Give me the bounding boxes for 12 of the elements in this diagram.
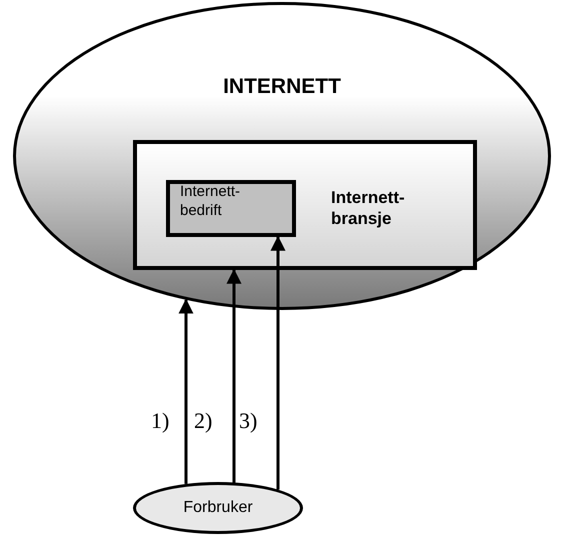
arrow bbox=[270, 236, 286, 490]
node-label: Internett- bedrift bbox=[180, 182, 242, 220]
industry-box bbox=[133, 140, 477, 270]
edge-label: 3) bbox=[239, 410, 258, 432]
company-box bbox=[166, 180, 296, 237]
arrow bbox=[226, 268, 242, 482]
edge-label: 2) bbox=[194, 410, 212, 432]
edge-label: 1) bbox=[151, 410, 170, 432]
node-label: INTERNETT bbox=[222, 74, 342, 100]
node-label: Forbruker bbox=[182, 498, 254, 518]
node-label: Internett- bransje bbox=[331, 187, 406, 229]
arrow bbox=[178, 298, 194, 484]
